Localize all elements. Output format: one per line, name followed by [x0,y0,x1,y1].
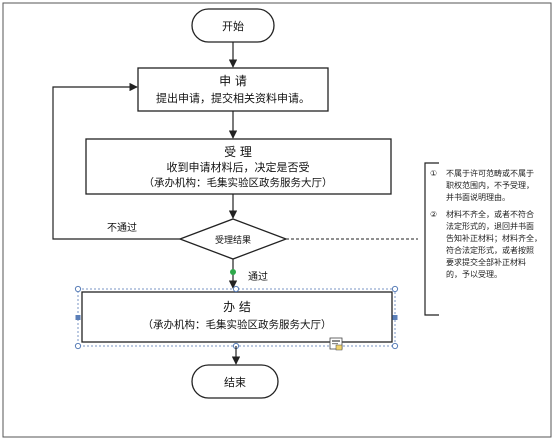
note2-line-1: 法定形式的，退回并书面 [446,221,534,231]
note1-line-1: 职权范围内，不予受理， [446,180,534,190]
accept-line1: 收到申请材料后，决定是否受 [167,160,310,174]
start-label: 开始 [222,19,244,33]
finish-title: 办 结 [223,299,251,314]
edge-reject-loop [52,82,180,240]
note1-line-2: 并书面说明理由。 [446,192,510,202]
pass-label: 通过 [248,270,268,283]
apply-title: 申 请 [219,74,247,88]
note2-marker: ② [430,210,437,219]
clipboard-icon[interactable] [329,337,343,351]
finish-node[interactable] [81,291,393,343]
outer-frame [2,2,552,438]
note1-marker: ① [430,169,437,178]
note2-line-3: 符合法定形式，或者按照 [446,245,534,255]
note2-line-4: 要求提交全部补正材料 [446,257,526,267]
decision-label: 受理结果 [215,234,251,246]
apply-desc: 提出申请，提交相关资料申请。 [156,91,310,105]
finish-desc: （承办机构：毛集实验区政务服务大厅） [143,318,332,331]
note2-line-2: 告知补正材料；材料齐全， [446,233,542,243]
note-bracket [424,162,439,316]
apply-node[interactable] [137,67,329,112]
end-node[interactable] [191,364,279,399]
accept-line2: （承办机构：毛集实验区政务服务大厅） [144,176,333,189]
reject-label: 不通过 [107,221,137,234]
end-label: 结束 [224,376,246,389]
note2-line-5: 的，予以受理。 [446,269,502,279]
note2-line-0: 材料不齐全，或者不符合 [446,209,534,219]
connector-handle[interactable] [230,269,236,275]
accept-node[interactable] [85,138,392,195]
accept-title: 受 理 [224,145,252,159]
note1-line-0: 不属于许可范畴或不属于 [446,168,534,178]
